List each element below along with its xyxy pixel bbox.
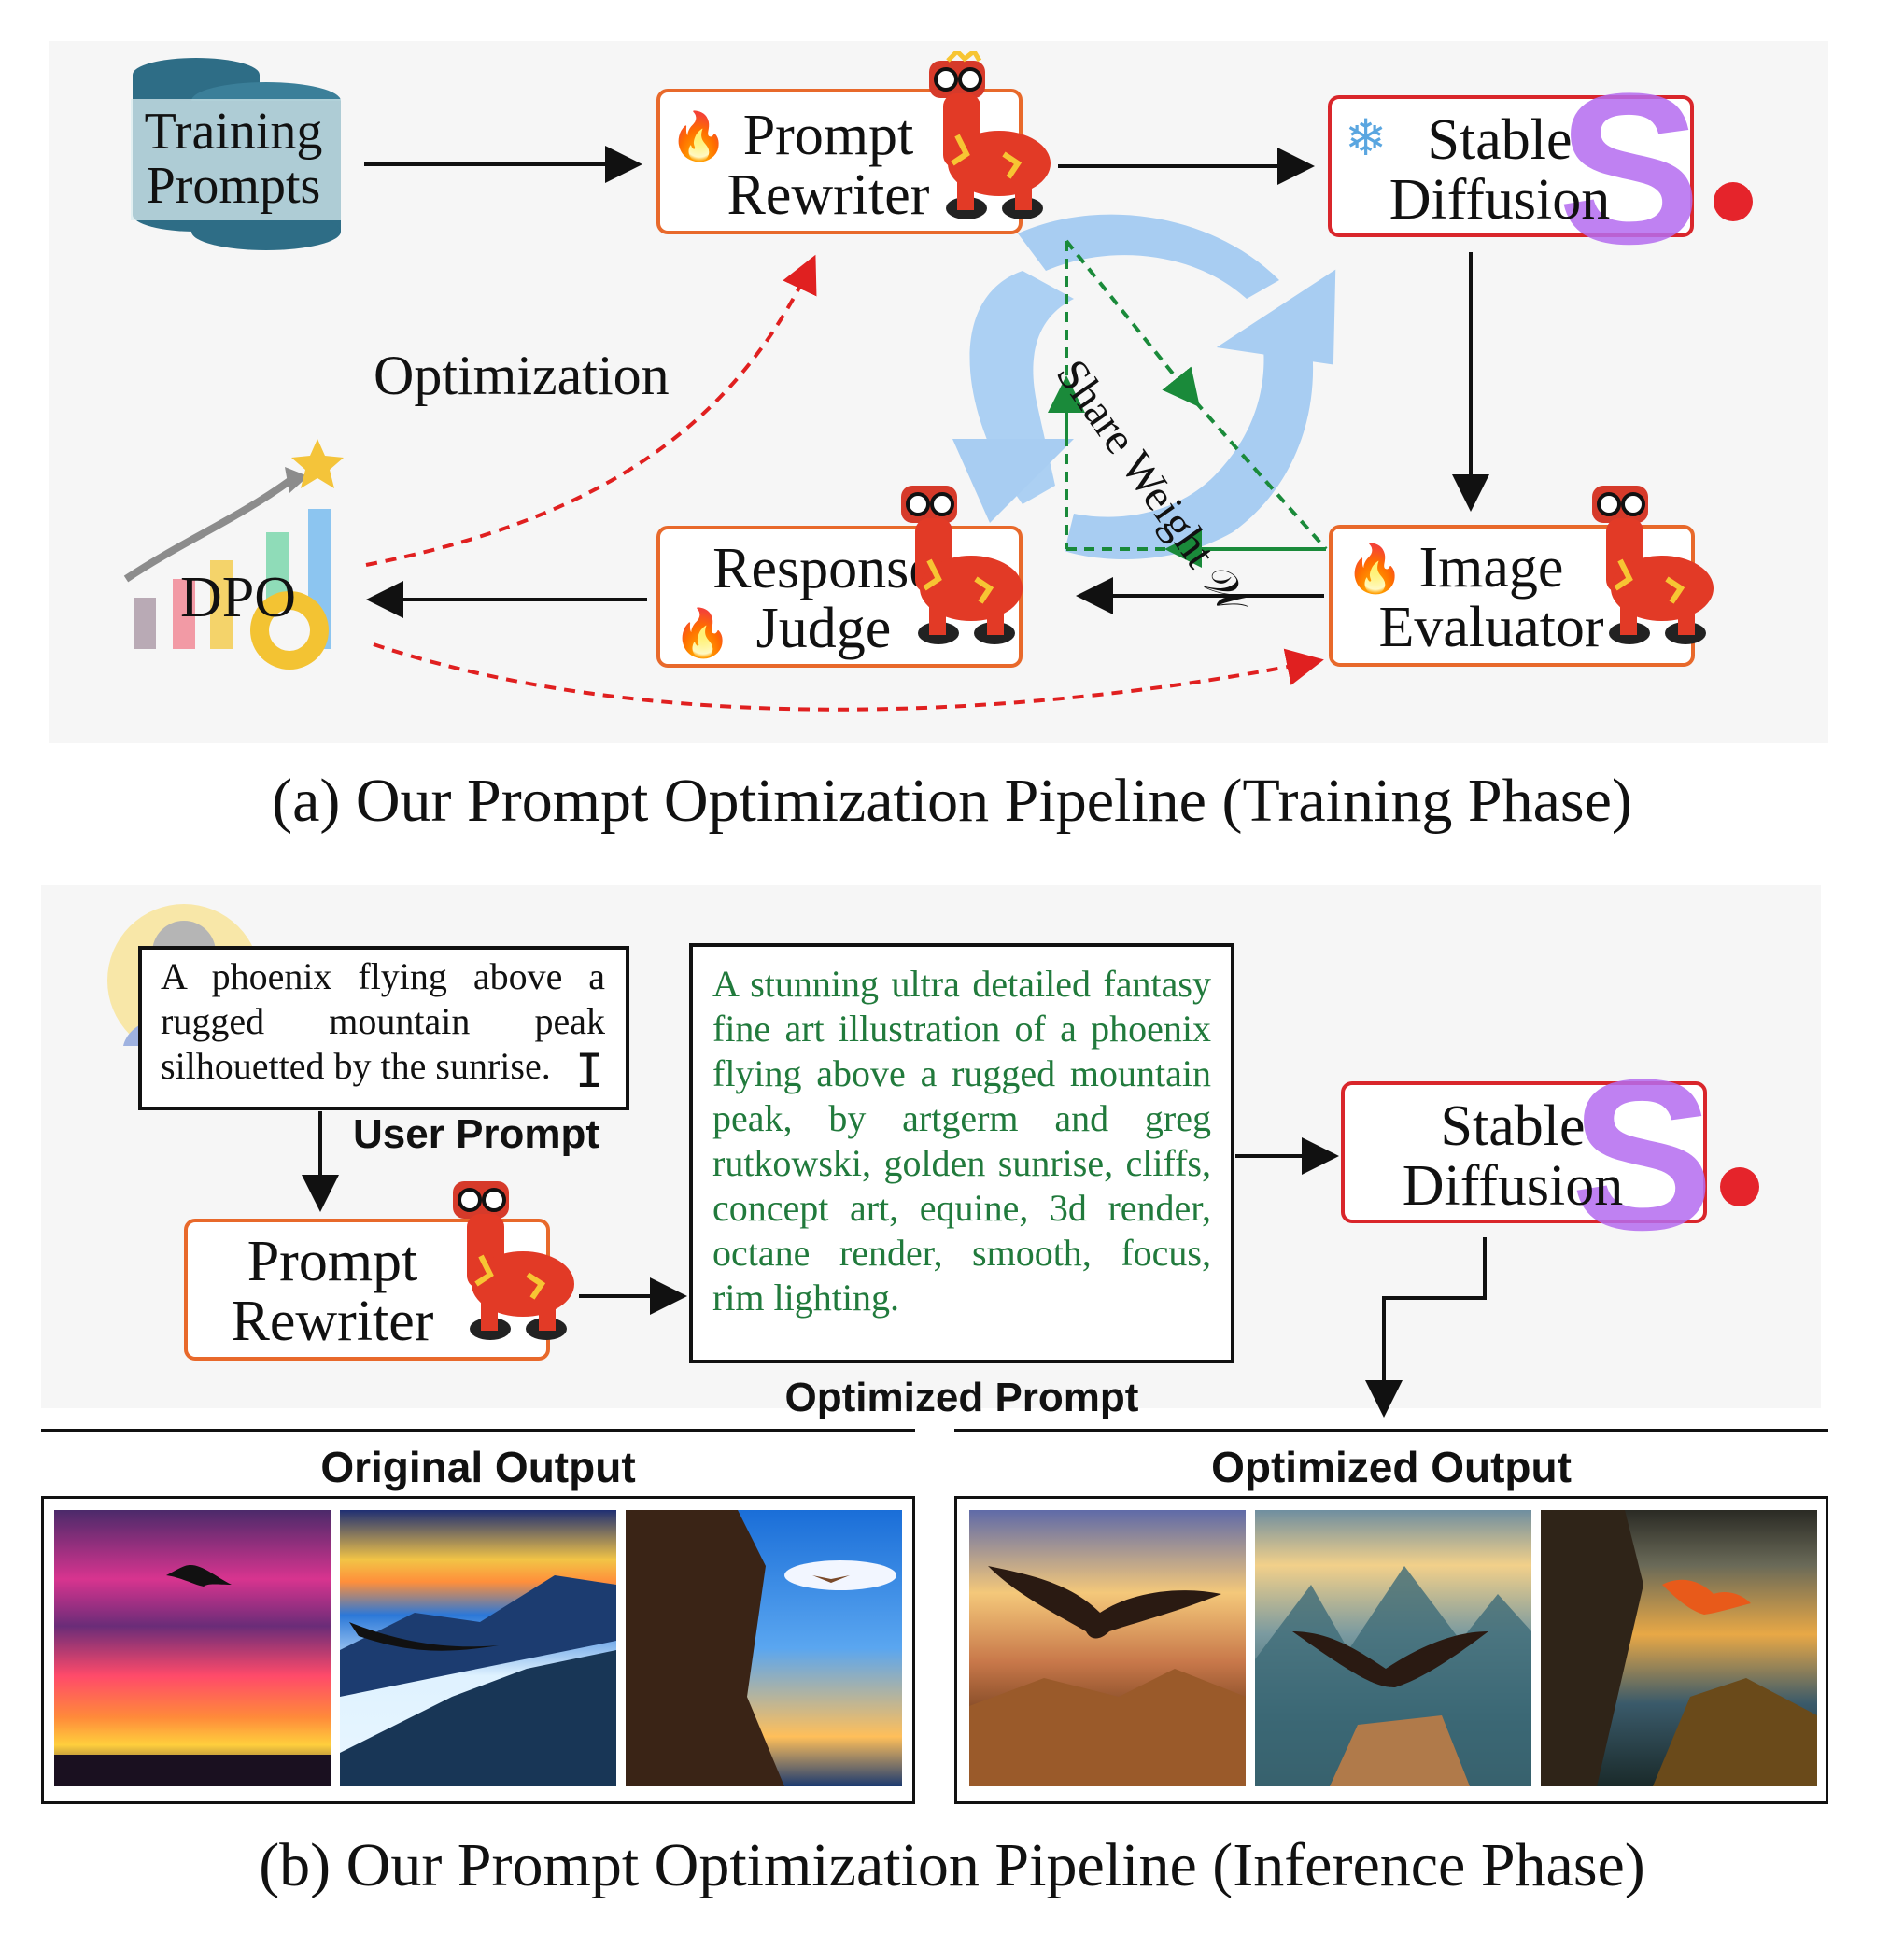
- optimization-label: Optimization: [374, 345, 670, 406]
- inference-stable-diffusion-label: Stable Diffusion: [1363, 1096, 1662, 1216]
- star-icon: [291, 439, 344, 488]
- dpo-label: DPO: [179, 566, 297, 629]
- training-prompts-line-2: Prompts: [146, 157, 321, 215]
- stable-diffusion-dot-icon: [1720, 1167, 1759, 1206]
- original-output-image-1: [54, 1510, 331, 1786]
- llama-mascot-icon: [901, 486, 1023, 644]
- optimized-output-image-1: [969, 1510, 1246, 1786]
- gear-icon: [250, 591, 329, 670]
- prompt-rewriter-label: Prompt Rewriter: [698, 106, 959, 225]
- fire-icon: 🔥: [670, 110, 728, 162]
- image-evaluator-line-1: Image: [1418, 536, 1564, 600]
- user-prompt-text: A phoenix flying above a rugged mountain…: [161, 955, 605, 1087]
- inference-stable-diffusion-line-1: Stable: [1440, 1094, 1586, 1158]
- inference-stable-diffusion-line-2: Diffusion: [1402, 1154, 1624, 1218]
- image-evaluator-label: Image Evaluator: [1351, 538, 1631, 657]
- inference-prompt-rewriter-label: Prompt Rewriter: [206, 1232, 458, 1351]
- llama-mascot-icon: [1592, 486, 1714, 644]
- inference-prompt-rewriter-line-1: Prompt: [247, 1230, 418, 1293]
- user-prompt-box: [138, 946, 629, 1110]
- optimized-output-frame: [954, 1496, 1828, 1804]
- stable-diffusion-line-1: Stable: [1427, 108, 1573, 172]
- prompt-rewriter-line-1: Prompt: [742, 104, 914, 167]
- optimized-output-label: Optimized Output: [1211, 1443, 1572, 1491]
- original-output-image-2: [340, 1510, 616, 1786]
- training-prompts-label: Training Prompts: [131, 105, 336, 213]
- user-prompt-label: User Prompt: [353, 1111, 600, 1157]
- original-output-label: Original Output: [320, 1443, 636, 1491]
- cliff-silhouette-icon: [626, 1510, 896, 1786]
- inference-stable-diffusion-box: S Stable Diffusion: [1341, 1048, 1714, 1263]
- inference-caption: (b) Our Prompt Optimization Pipeline (In…: [259, 1831, 1645, 1899]
- optimized-prompt-box: [689, 943, 1234, 1363]
- stable-diffusion-logo: S: [1558, 49, 1701, 289]
- eagle-mountains-icon: [1255, 1566, 1531, 1786]
- llama-mascot-icon: [929, 51, 1051, 219]
- response-judge-label: Response Judge: [688, 539, 959, 658]
- fire-icon: 🔥: [1346, 543, 1404, 595]
- stable-diffusion-logo: S: [1571, 1035, 1714, 1275]
- inference-prompt-rewriter-line-2: Rewriter: [231, 1290, 434, 1353]
- training-prompts-line-1: Training: [144, 103, 323, 161]
- stable-diffusion-dot-icon: [1714, 182, 1753, 221]
- fire-icon: 🔥: [673, 607, 732, 659]
- prompt-rewriter-line-2: Rewriter: [726, 163, 930, 227]
- original-output-frame: [41, 1496, 915, 1804]
- stable-diffusion-label: Stable Diffusion: [1350, 110, 1649, 230]
- optimized-output-image-2: [1255, 1510, 1531, 1786]
- database-icon: [131, 58, 341, 250]
- growth-chart-icon: [123, 439, 344, 670]
- original-output-image-3: [626, 1510, 902, 1786]
- training-caption: (a) Our Prompt Optimization Pipeline (Tr…: [272, 767, 1632, 835]
- text-cursor-icon: I: [575, 1044, 604, 1098]
- optimized-prompt-text: A stunning ultra detailed fantasy fine a…: [712, 963, 1211, 1319]
- stable-diffusion-box: ❄ S Stable Diffusion: [1328, 62, 1700, 276]
- cycle-arrow-icon: [952, 214, 1336, 559]
- eagle-canyon-icon: [1541, 1510, 1817, 1786]
- response-judge-line-2: Judge: [755, 597, 892, 660]
- stable-diffusion-line-2: Diffusion: [1389, 168, 1611, 232]
- mountain-silhouette-icon: [340, 1575, 616, 1786]
- eagle-on-cliff-icon: [969, 1566, 1246, 1786]
- image-evaluator-line-2: Evaluator: [1378, 596, 1604, 659]
- snowflake-icon: ❄: [1345, 110, 1388, 166]
- bird-silhouette-icon: [54, 1565, 331, 1786]
- optimized-output-image-3: [1541, 1510, 1817, 1786]
- response-judge-line-1: Response: [712, 537, 935, 600]
- optimized-prompt-label: Optimized Prompt: [784, 1375, 1139, 1420]
- llama-mascot-icon: [453, 1181, 574, 1340]
